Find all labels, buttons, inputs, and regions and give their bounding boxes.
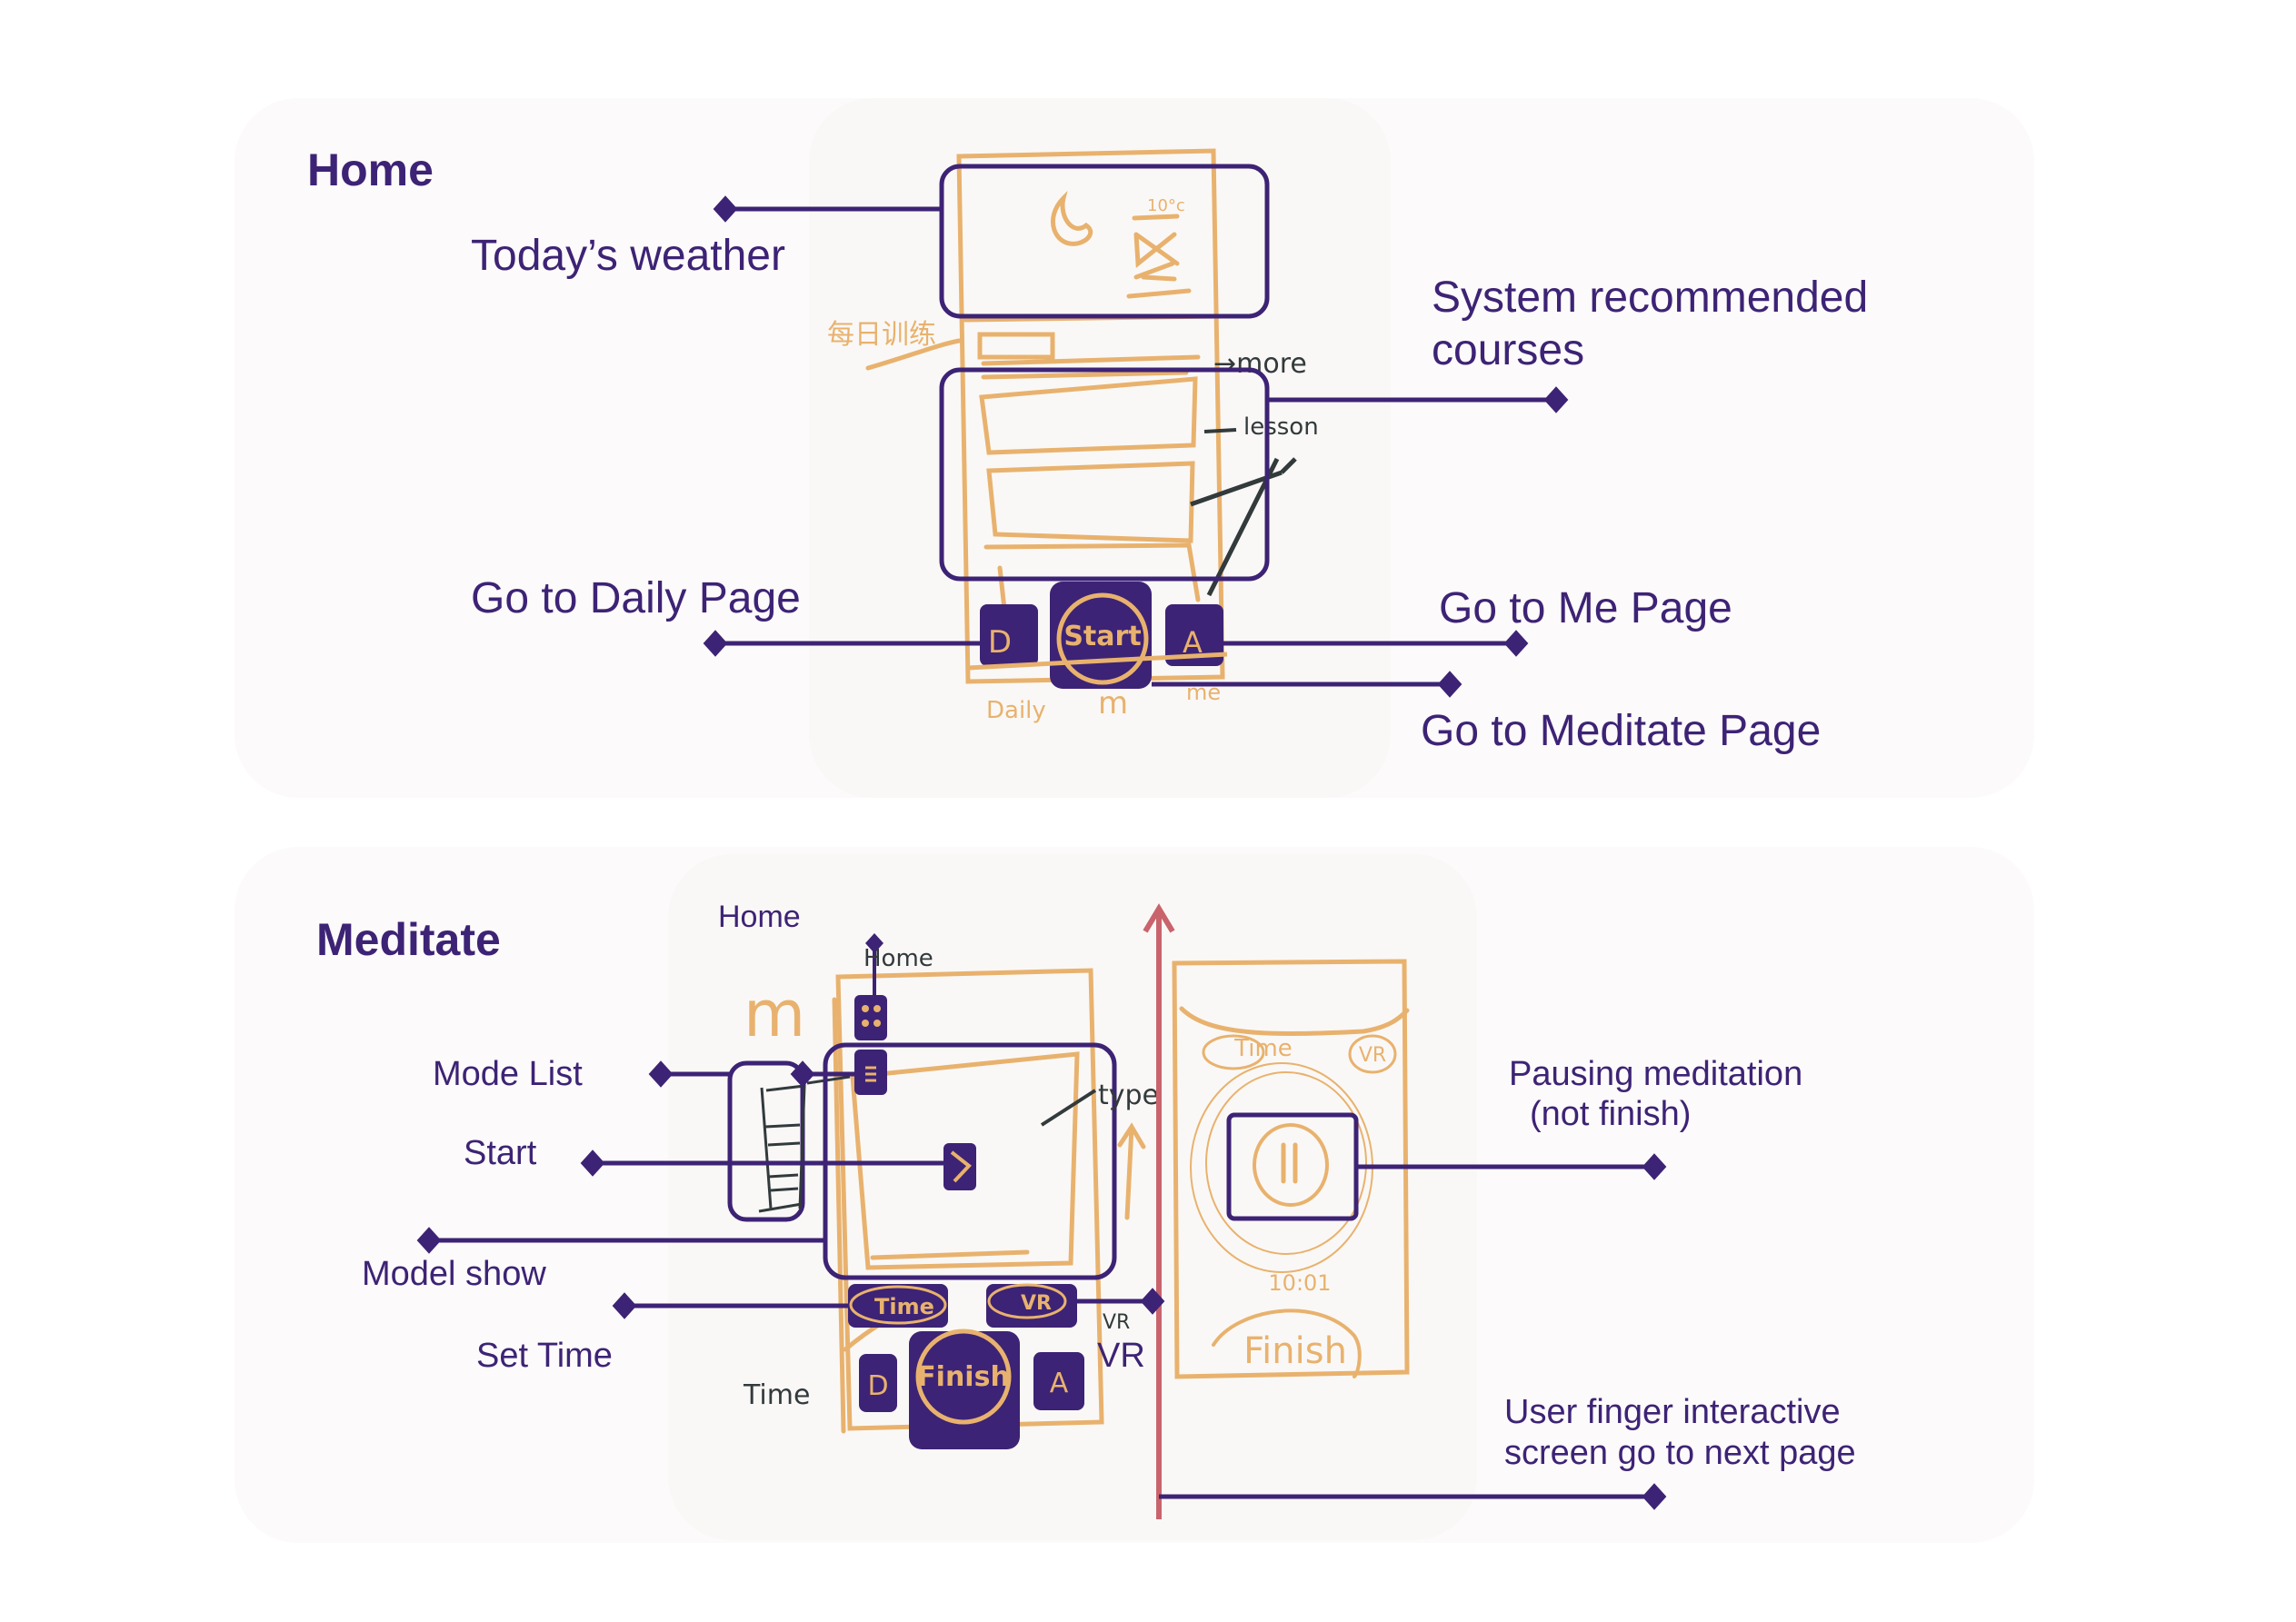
- model-view-sketch: [850, 1051, 1080, 1270]
- section-title-sketch: [977, 332, 1055, 360]
- finish-circle-sketch: [915, 1328, 1012, 1425]
- paused-finish-text: Finish: [1243, 1330, 1347, 1372]
- m-logo-sketch: m: [744, 977, 805, 1051]
- nav-daily-button: [859, 1354, 897, 1412]
- mode-list-annotation: Mode List: [433, 1055, 583, 1093]
- nav-start-label: Start: [1063, 621, 1141, 652]
- home-section-title: Home: [307, 144, 434, 195]
- type-pointer: [1040, 1089, 1097, 1127]
- nav-me-glyph: Α: [1183, 625, 1203, 660]
- finish-button: [909, 1331, 1020, 1449]
- nav-me-button: [1033, 1352, 1084, 1410]
- courses-annotation-line2: courses: [1432, 326, 1585, 374]
- weather-callout-box: [939, 164, 1270, 319]
- grid-icon: [862, 1005, 881, 1027]
- play-button: [943, 1143, 976, 1190]
- pausing-annotation-line1: Pausing meditation: [1509, 1055, 1803, 1093]
- model-show-annotation: Model show: [362, 1255, 546, 1293]
- nav-daily-glyph: D: [867, 1370, 888, 1402]
- lesson-card-sketch-1: [979, 376, 1198, 455]
- home-connector-diamond: [865, 933, 883, 953]
- nav-me-glyph: Α: [1050, 1368, 1069, 1399]
- weather-annotation: Today’s weather: [471, 232, 785, 280]
- pause-connector-diamond: [1642, 1153, 1667, 1180]
- start-circle-sketch: [1056, 592, 1149, 685]
- swipe-annotation-line1: User finger interactive: [1504, 1393, 1841, 1431]
- courses-annotation-line1: System recommended: [1432, 274, 1869, 322]
- weather-temp-text: 10°c: [1147, 196, 1185, 215]
- daily-connector-diamond: [703, 630, 728, 657]
- pause-callout-box: [1226, 1112, 1359, 1221]
- me-connector-diamond: [1503, 630, 1529, 657]
- vr-note: VR: [1103, 1311, 1130, 1334]
- swipe-arrow: [1143, 903, 1175, 1519]
- vr-annotation: VR: [1097, 1337, 1145, 1375]
- me-annotation: Go to Me Page: [1439, 584, 1732, 632]
- mode-list-button: [854, 1050, 887, 1095]
- set-time-annotation: Set Time: [476, 1337, 613, 1375]
- nav-daily-glyph: D: [988, 624, 1012, 661]
- moon-icon: [1051, 190, 1093, 246]
- time-note: Time: [743, 1379, 810, 1411]
- home-connectors: [703, 195, 1569, 698]
- start-annotation: Start: [464, 1134, 537, 1172]
- pausing-annotation-line2: (not finish): [1530, 1095, 1692, 1133]
- set-time-connector-diamond: [612, 1292, 637, 1319]
- lesson-card-sketch-2: [986, 461, 1195, 543]
- paused-time-chip: Time: [1233, 1035, 1293, 1062]
- mode-list-connector-diamond: [648, 1060, 674, 1088]
- meditate-connectors: [416, 1060, 1667, 1510]
- meditate-annotation: Go to Meditate Page: [1421, 707, 1822, 755]
- start-connector-diamond: [580, 1149, 605, 1177]
- home-grid-button: [854, 995, 887, 1040]
- nav-daily-caption: Daily: [986, 697, 1046, 724]
- vr-button-label: VR: [1021, 1292, 1052, 1315]
- nav-meditate-caption: m: [1098, 685, 1128, 721]
- paused-timer-text: 10:01: [1268, 1270, 1331, 1296]
- type-note: type: [1098, 1080, 1159, 1111]
- paused-phone-sketch: [1172, 959, 1410, 1379]
- list-icon: [865, 1066, 876, 1082]
- swipe-connector-diamond: [1642, 1483, 1667, 1510]
- finish-button-label: Finish: [917, 1361, 1010, 1393]
- courses-callout-box: [939, 367, 1270, 582]
- play-icon: [950, 1150, 972, 1183]
- time-button: [848, 1284, 948, 1328]
- swipe-annotation-line2: screen go to next page: [1504, 1434, 1856, 1472]
- courses-connector-diamond: [1543, 386, 1569, 413]
- meditate-connector-diamond: [1437, 671, 1462, 698]
- daily-training-note: 每日训练: [827, 319, 936, 351]
- nav-me-button: [1165, 604, 1223, 666]
- paused-vr-chip: VR: [1359, 1044, 1386, 1067]
- model-show-connector-diamond: [416, 1227, 442, 1254]
- weather-connector-diamond: [713, 195, 738, 223]
- home-annotation: Home: [718, 900, 801, 934]
- lesson-note: lesson: [1243, 413, 1319, 441]
- vr-connector-diamond: [1140, 1288, 1165, 1315]
- mode-list-sketch: [758, 1075, 851, 1213]
- home-note: Home: [863, 945, 933, 972]
- lesson-pointer: [1203, 428, 1237, 433]
- time-button-label: Time: [874, 1294, 934, 1319]
- daily-annotation: Go to Daily Page: [471, 574, 801, 622]
- nav-daily-button: [980, 604, 1038, 666]
- meditate-section-title: Meditate: [316, 914, 501, 965]
